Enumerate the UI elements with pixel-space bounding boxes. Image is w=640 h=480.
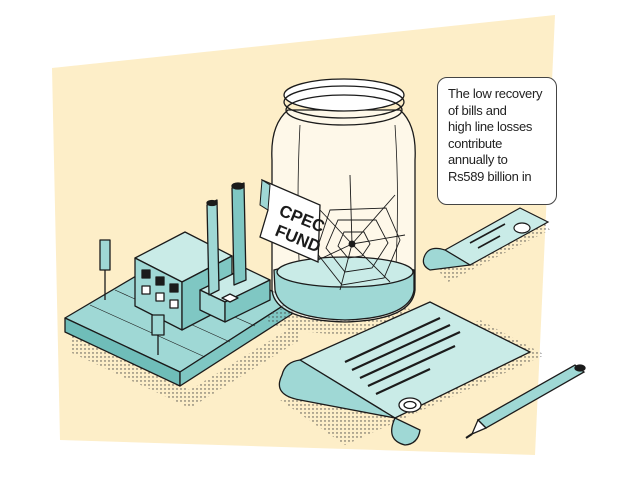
- jar-icon: [267, 78, 423, 334]
- factory-icon: [64, 182, 300, 408]
- callout-line-3: high line losses: [448, 119, 533, 134]
- callout-text: The low recovery of bills and high line …: [448, 86, 550, 185]
- callout-line-4: contribute: [448, 135, 503, 151]
- callout-line-2: of bills and: [448, 102, 507, 118]
- small-scroll-icon: [422, 207, 550, 282]
- callout-line-1: The low recovery: [448, 86, 543, 101]
- pen-icon: [465, 364, 586, 439]
- scroll-document-icon: [278, 301, 545, 446]
- spider-web-icon: [315, 174, 406, 291]
- callout-box: The low recovery of bills and high line …: [437, 77, 557, 205]
- callout-line-5: annually to: [448, 152, 508, 167]
- callout-line-6: Rs589 billion in: [448, 168, 532, 184]
